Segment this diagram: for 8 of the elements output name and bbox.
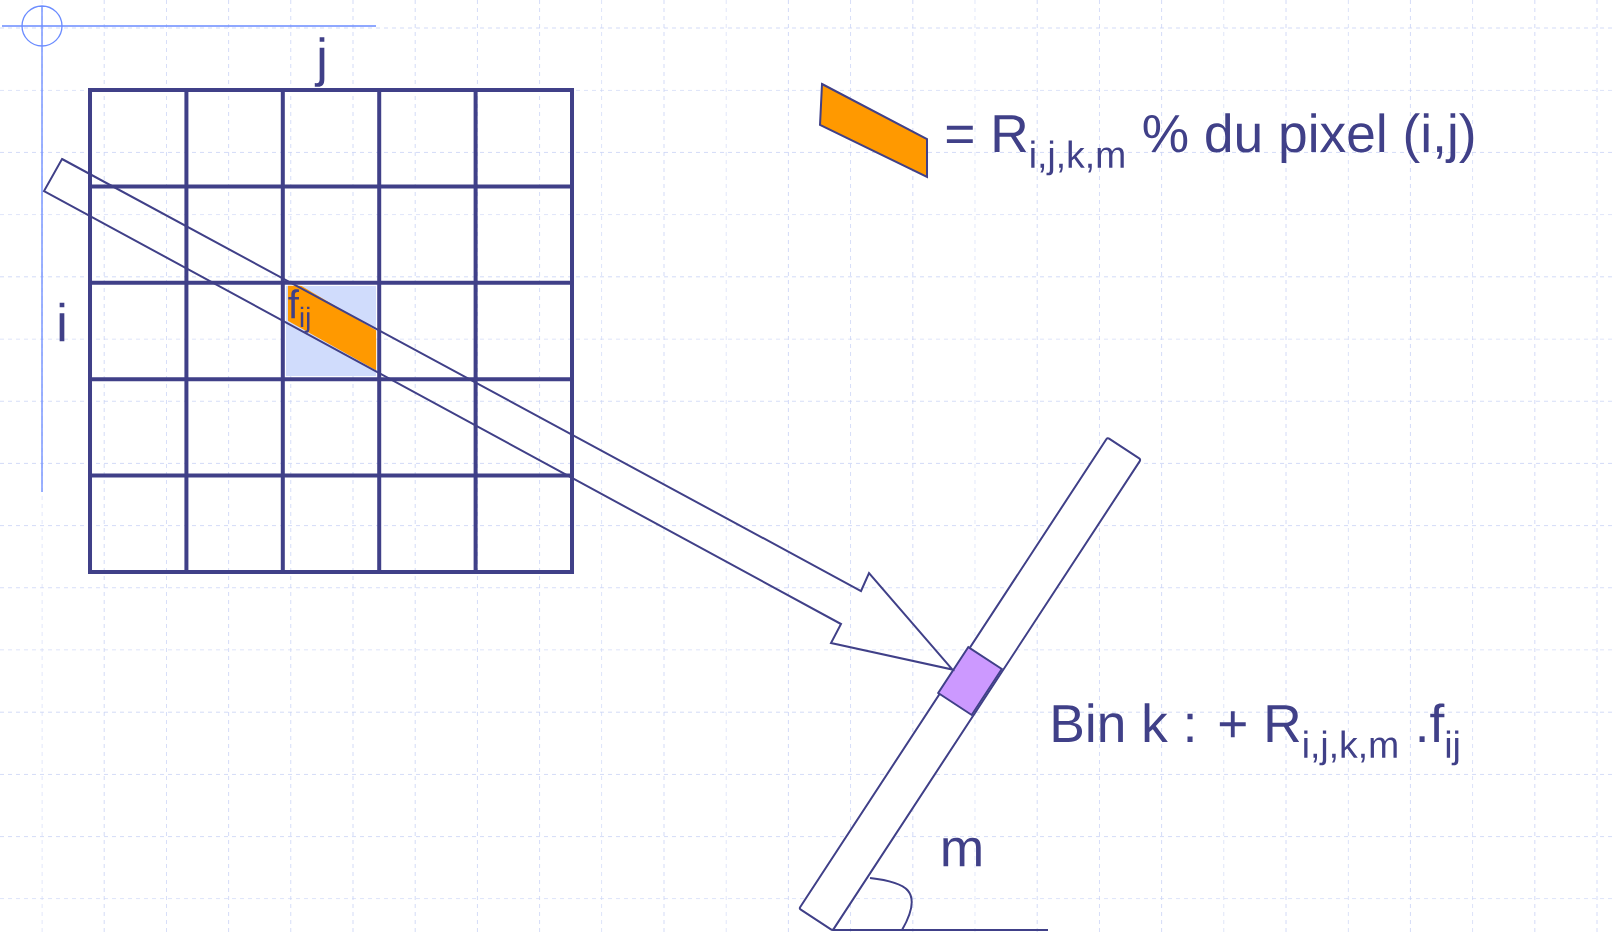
bin-formula: Bin k : + R$_{i,j,k,m}$ .f$_{ij}$ [1053,703,1459,766]
pixel-cell: f$_{ij}$ [285,285,377,377]
row-index-label: i [59,302,65,342]
legend-text: = R$_{i,j,k,m}$ % du pixel (i,j) [946,113,1474,176]
detector-strip [798,437,1142,931]
pixel-grid [88,88,574,574]
column-index-label: j [314,37,325,87]
angle-label: m [943,837,981,867]
